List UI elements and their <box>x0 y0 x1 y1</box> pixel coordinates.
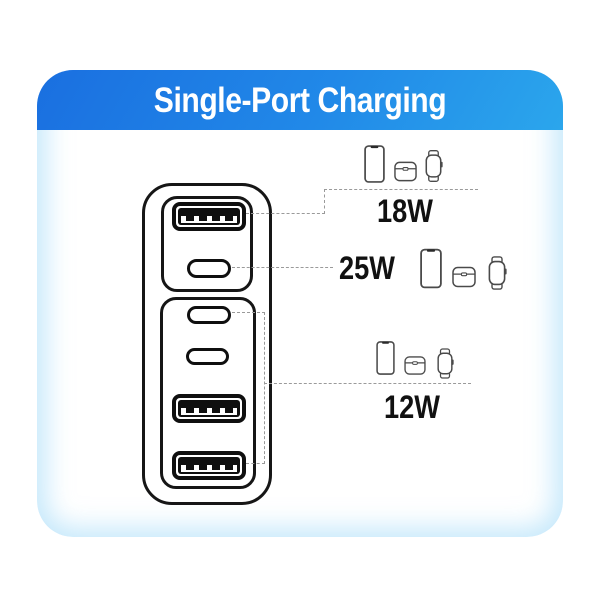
usb-a-slot <box>181 465 237 472</box>
usb-a-port-icon <box>172 394 246 423</box>
info-card: Single-Port Charging <box>37 70 563 537</box>
page-title: Single-Port Charging <box>153 81 447 120</box>
usb-a-pin <box>211 408 220 413</box>
card-edge-glow <box>37 70 563 537</box>
usb-a-pin <box>198 408 207 413</box>
usb-a-pin <box>198 216 207 221</box>
usb-a-port-icon <box>172 451 246 480</box>
smartphone-icon <box>364 145 385 183</box>
usb-a-slot <box>181 408 237 415</box>
usb-a-port-icon <box>172 202 246 231</box>
usb-a-pin <box>185 465 194 470</box>
usb-a-pin <box>185 216 194 221</box>
callout-connector-12w <box>232 312 265 313</box>
usb-a-pin <box>224 408 233 413</box>
watt-label-18w: 18W <box>377 193 433 229</box>
usb-a-pin <box>198 465 207 470</box>
usb-a-pin <box>211 216 220 221</box>
callout-connector-18w <box>324 189 325 214</box>
usb-c-port-icon <box>186 348 229 365</box>
header-banner: Single-Port Charging <box>37 70 563 130</box>
watt-label-12w: 12W <box>384 389 440 425</box>
smartwatch-icon <box>436 348 454 379</box>
callout-connector-12w <box>246 463 265 464</box>
usb-a-pin <box>211 465 220 470</box>
usb-a-slot <box>181 216 237 223</box>
callout-connector-12w <box>264 383 471 384</box>
usb-a-pin <box>224 216 233 221</box>
callout-connector-18w <box>324 189 478 190</box>
callout-connector-25w <box>232 267 333 268</box>
smartwatch-icon <box>424 149 443 183</box>
usb-a-contact-block <box>178 208 240 225</box>
smartwatch-icon <box>487 255 507 291</box>
usb-a-contact-block <box>178 457 240 474</box>
usb-c-port-icon <box>187 259 231 278</box>
earbuds-case-icon <box>394 161 417 182</box>
callout-connector-18w <box>246 213 325 214</box>
watt-label-25w: 25W <box>339 250 395 286</box>
usb-a-pin <box>185 408 194 413</box>
usb-c-port-icon <box>187 306 231 324</box>
smartphone-icon <box>420 248 442 289</box>
usb-a-contact-block <box>178 400 240 417</box>
earbuds-case-icon <box>404 356 426 375</box>
usb-a-pin <box>224 465 233 470</box>
earbuds-case-icon <box>452 266 476 288</box>
callout-connector-12w <box>264 312 265 464</box>
smartphone-icon <box>376 341 395 375</box>
